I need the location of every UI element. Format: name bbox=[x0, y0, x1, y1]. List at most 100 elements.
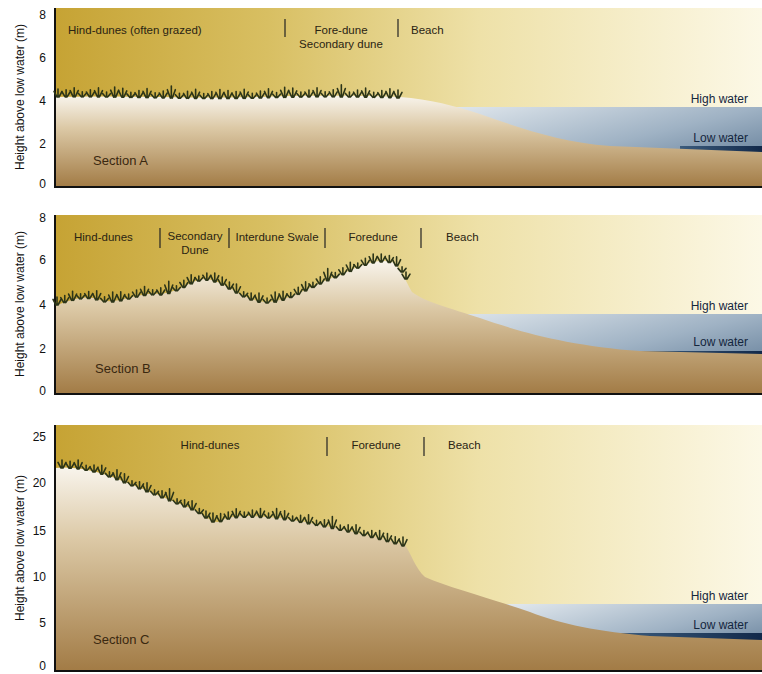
grass-tuft bbox=[256, 91, 264, 98]
grass-tuft bbox=[188, 501, 196, 510]
zone-label: Beach bbox=[411, 24, 444, 38]
tick-label: 20 bbox=[33, 476, 46, 490]
zone-divider bbox=[284, 19, 285, 37]
tick-label: 6 bbox=[39, 51, 46, 65]
grass-tuft bbox=[113, 470, 121, 480]
grass-tuft bbox=[289, 516, 297, 521]
grass-tuft bbox=[362, 88, 370, 97]
grass-tuft bbox=[187, 275, 195, 284]
grass-tuft bbox=[369, 254, 377, 263]
water-level-label: Low water bbox=[693, 335, 748, 349]
grass-tuft bbox=[180, 280, 188, 287]
grass-tuft bbox=[128, 481, 136, 486]
grass-tuft bbox=[305, 515, 313, 524]
vegetation bbox=[53, 85, 410, 546]
zone-label: Hind-dunes (often grazed) bbox=[68, 24, 202, 38]
tick-label: 6 bbox=[39, 253, 46, 267]
grass-tuft bbox=[240, 89, 248, 98]
grass-tuft bbox=[336, 525, 344, 530]
grass-tuft bbox=[151, 490, 159, 495]
grass-tuft bbox=[119, 88, 127, 97]
section-label: Section A bbox=[93, 153, 148, 169]
grass-tuft bbox=[135, 91, 143, 98]
grass-tuft bbox=[70, 88, 78, 97]
grass-tuft bbox=[240, 292, 248, 297]
zone-divider bbox=[397, 19, 398, 37]
grass-tuft bbox=[165, 281, 173, 293]
dune-profile bbox=[55, 96, 762, 187]
grass-tuft bbox=[78, 92, 86, 97]
grass-tuft bbox=[352, 525, 360, 534]
grass-tuft bbox=[101, 297, 109, 302]
zone-label: Beach bbox=[446, 231, 479, 245]
grass-tuft bbox=[58, 460, 66, 468]
water-level-label: High water bbox=[691, 589, 748, 603]
grass-tuft bbox=[195, 276, 203, 281]
grass-tuft bbox=[224, 512, 232, 519]
grass-tuft bbox=[103, 92, 111, 97]
grass-tuft bbox=[305, 90, 313, 97]
grass-tuft bbox=[127, 92, 135, 97]
grass-tuft bbox=[224, 91, 232, 99]
grass-tuft bbox=[383, 534, 391, 542]
axis-title: Height above low water (m) bbox=[13, 475, 27, 621]
grass-tuft bbox=[376, 530, 384, 539]
zone-divider bbox=[420, 228, 421, 248]
grass-tuft bbox=[133, 290, 141, 297]
grass-tuft bbox=[294, 287, 302, 294]
grass-tuft bbox=[172, 286, 180, 291]
grass-tuft bbox=[203, 273, 211, 280]
grass-tuft bbox=[289, 88, 297, 97]
axis bbox=[55, 8, 762, 187]
zone-divider bbox=[324, 228, 325, 248]
grass-tuft bbox=[62, 90, 70, 97]
grass-tuft bbox=[344, 525, 352, 532]
grass-tuft bbox=[111, 87, 119, 97]
dune-profile bbox=[55, 467, 762, 671]
grass-tuft bbox=[297, 92, 305, 97]
zone-label: Foredune bbox=[348, 231, 397, 245]
grass-tuft bbox=[232, 509, 240, 518]
grass-tuft bbox=[271, 292, 279, 302]
panel-background bbox=[55, 8, 762, 187]
grass-tuft bbox=[309, 282, 317, 287]
grass-tuft bbox=[256, 508, 264, 517]
grass-tuft bbox=[328, 516, 336, 528]
water-level-label: Low water bbox=[693, 131, 748, 145]
tick-label: 4 bbox=[39, 298, 46, 312]
grass-tuft bbox=[264, 89, 272, 98]
grass-tuft bbox=[151, 93, 159, 98]
grass-tuft bbox=[158, 491, 166, 498]
zone-label: Hind-dunes bbox=[181, 439, 240, 453]
grass-tuft bbox=[398, 267, 406, 272]
grass-tuft bbox=[360, 531, 368, 536]
grass-tuft bbox=[393, 257, 401, 266]
grass-tuft bbox=[313, 88, 321, 97]
grass-tuft bbox=[69, 291, 77, 300]
zone-label: Foredune bbox=[351, 439, 400, 453]
grass-tuft bbox=[316, 277, 324, 284]
zone-divider bbox=[423, 437, 424, 456]
tick-label: 2 bbox=[39, 137, 46, 151]
grass-tuft bbox=[263, 298, 271, 303]
dune-profile bbox=[55, 261, 762, 394]
grass-tuft bbox=[354, 263, 362, 268]
grass-tuft bbox=[337, 85, 345, 97]
section-label: Section B bbox=[95, 361, 151, 377]
grass-tuft bbox=[346, 262, 354, 271]
zone-label: Secondary Dune bbox=[164, 230, 226, 258]
grass-tuft bbox=[402, 272, 410, 279]
tick-label: 0 bbox=[39, 384, 46, 398]
panel-background bbox=[55, 425, 762, 671]
grass-tuft bbox=[90, 465, 98, 472]
water-level-label: High water bbox=[691, 299, 748, 313]
grass-tuft bbox=[368, 530, 376, 537]
grass-tuft bbox=[297, 515, 305, 522]
grass-tuft bbox=[93, 291, 101, 300]
grass-tuft bbox=[329, 90, 337, 97]
grass-tuft bbox=[331, 273, 339, 278]
grass-tuft bbox=[143, 483, 151, 492]
